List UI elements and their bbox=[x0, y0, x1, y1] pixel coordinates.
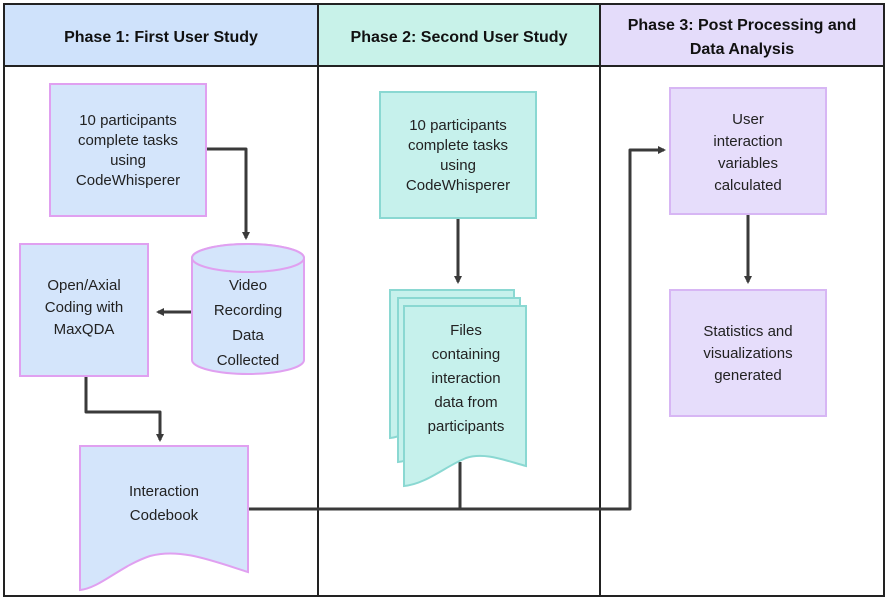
node-p1-codebook-shape bbox=[79, 445, 249, 592]
connectors bbox=[84, 146, 752, 511]
lane-phase2-header bbox=[318, 4, 600, 66]
node-p3-stats-shape bbox=[669, 289, 827, 417]
lane-borders bbox=[3, 3, 885, 597]
edge-p1tasks-to-video bbox=[206, 147, 250, 240]
lane-phase3-header bbox=[600, 4, 884, 66]
node-p2-tasks-shape bbox=[379, 91, 537, 219]
node-p3-vars-shape bbox=[669, 87, 827, 215]
node-p1-tasks-shape bbox=[49, 83, 207, 217]
lane-phase1-title: Phase 1: First User Study bbox=[64, 29, 258, 46]
node-p2-files-shape-front bbox=[403, 305, 527, 488]
edge-codebook-to-vars bbox=[248, 146, 666, 511]
lane-phase1-header bbox=[4, 4, 318, 66]
node-p1-coding-shape bbox=[19, 243, 149, 377]
edge-coding-to-codebook bbox=[84, 376, 164, 442]
lane-phase2-title: Phase 2: Second User Study bbox=[351, 29, 568, 46]
